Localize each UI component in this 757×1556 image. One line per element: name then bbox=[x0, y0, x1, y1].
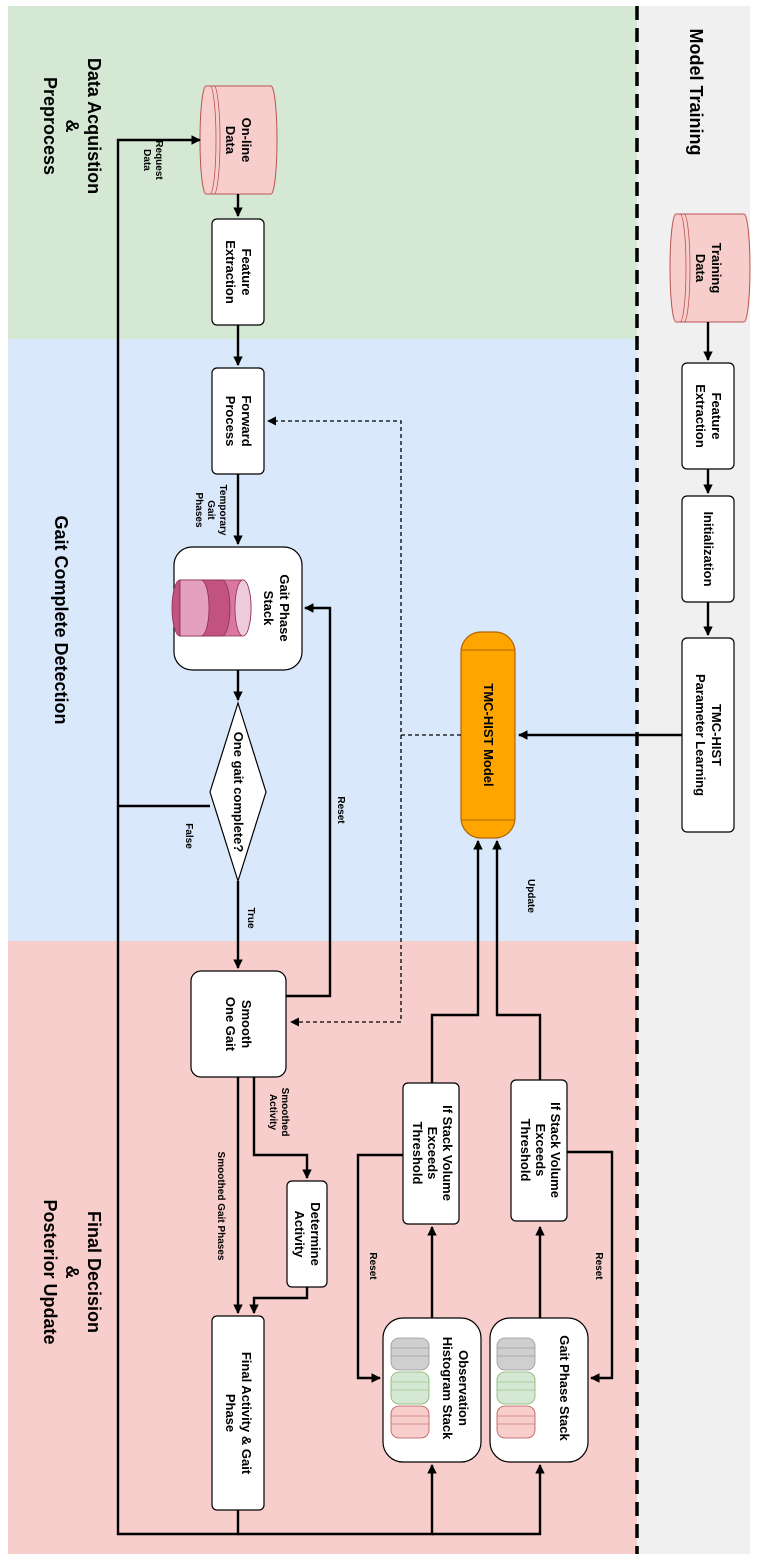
final-title-line3: Posterior Update bbox=[40, 1199, 60, 1344]
temporary-gait-phases-label: Temporary Gait Phases bbox=[193, 485, 228, 536]
feature-extraction-label-2: Extraction bbox=[223, 240, 238, 304]
svg-text:True: True bbox=[245, 907, 256, 929]
smooth-one-gait-node: Smooth One Gait bbox=[190, 970, 287, 1078]
forward-process-node: Forward Process bbox=[211, 367, 265, 475]
obs-hist-stack-label-2: Histogram Stack bbox=[440, 1337, 455, 1440]
gait-phase-stack2-label: Gait Phase Stack bbox=[557, 1335, 572, 1441]
update-label: Update bbox=[525, 879, 536, 913]
determine-activity-label-2: Activity bbox=[292, 1211, 307, 1259]
acquisition-title-line1: Data Acquistion bbox=[84, 58, 104, 194]
detection-title: Gait Complete Detection bbox=[51, 515, 71, 724]
gait-phase-stack-label: Gait Phase bbox=[277, 574, 292, 641]
svg-text:False: False bbox=[183, 823, 194, 849]
smoothed-gait-phases-label: Smoothed Gait Phases bbox=[215, 1152, 226, 1261]
smooth-label-2: One Gait bbox=[223, 997, 238, 1052]
final-output-label: Final Activity & Gait bbox=[239, 1352, 254, 1475]
forward-process-label-2: Process bbox=[223, 396, 238, 447]
determine-activity-label: Determine bbox=[308, 1202, 323, 1266]
online-data-label-2: Data bbox=[223, 126, 238, 155]
reset-top-label: Reset bbox=[335, 796, 346, 824]
svg-text:Phases: Phases bbox=[193, 492, 204, 527]
smoothed-activity-label: Smoothed Activity bbox=[267, 1088, 290, 1137]
gait-phase-stack2-node: Gait Phase Stack bbox=[489, 1317, 589, 1463]
initialization-node: Initialization bbox=[681, 495, 735, 603]
detection-region bbox=[8, 339, 637, 941]
reset-gait-label: Reset bbox=[593, 1252, 604, 1280]
model-label: TMC-HIST Model bbox=[481, 683, 496, 786]
threshold-gait-node: If Stack Volume Exceeds Threshold bbox=[510, 1079, 568, 1222]
obs-disk-stack-icon bbox=[390, 1337, 430, 1439]
svg-text:Activity: Activity bbox=[267, 1094, 278, 1131]
threshold-gait-label-3: Threshold bbox=[518, 1119, 533, 1182]
training-data-label: Training bbox=[709, 243, 724, 294]
feature-extraction-node: Feature Extraction bbox=[211, 218, 265, 326]
svg-text:Smoothed Gait Phases: Smoothed Gait Phases bbox=[215, 1152, 226, 1261]
training-data-cylinder: Training Data bbox=[669, 213, 751, 323]
feature-extraction-train-node: Feature Extraction bbox=[681, 362, 735, 470]
final-output-label-2: Phase bbox=[223, 1394, 238, 1432]
svg-text:Reset: Reset bbox=[367, 1252, 378, 1280]
svg-text:Gait: Gait bbox=[205, 500, 216, 520]
feature-extraction-label: Feature bbox=[239, 249, 254, 296]
tmc-hist-model-node: TMC-HIST Model bbox=[460, 631, 516, 839]
smooth-label: Smooth bbox=[239, 1000, 254, 1048]
svg-text:Reset: Reset bbox=[593, 1252, 604, 1280]
param-learning-label-2: Parameter Learning bbox=[693, 674, 708, 796]
acquisition-title-line2: & bbox=[62, 120, 82, 133]
model-training-title: Model Training bbox=[686, 28, 706, 155]
obs-hist-stack-label: Observation bbox=[456, 1350, 471, 1426]
final-title-line1: Final Decision bbox=[84, 1211, 104, 1333]
svg-text:Request: Request bbox=[153, 140, 164, 180]
feature-extraction-train-label-2: Extraction bbox=[693, 384, 708, 448]
threshold-obs-node: If Stack Volume Exceeds Threshold bbox=[402, 1082, 460, 1225]
gait-phase-stack-node: Gait Phase Stack bbox=[171, 546, 303, 671]
acquisition-region bbox=[8, 6, 637, 339]
threshold-gait-label: If Stack Volume bbox=[548, 1102, 563, 1198]
svg-text:Temporary: Temporary bbox=[217, 485, 228, 536]
param-learning-label: TMC-HIST bbox=[709, 704, 724, 766]
obs-hist-stack-node: Observation Histogram Stack bbox=[382, 1317, 482, 1463]
false-label: False bbox=[183, 823, 194, 849]
pink-disk-stack-icon bbox=[171, 579, 252, 637]
threshold-obs-label-3: Threshold bbox=[410, 1122, 425, 1185]
gait-disk-stack-icon bbox=[496, 1337, 536, 1439]
feature-extraction-train-label: Feature bbox=[709, 393, 724, 440]
svg-text:Update: Update bbox=[525, 879, 536, 913]
final-title-line2: & bbox=[62, 1266, 82, 1279]
forward-process-label: Forward bbox=[239, 395, 254, 446]
training-data-label-2: Data bbox=[693, 254, 708, 283]
gait-phase-stack-label-2: Stack bbox=[261, 591, 276, 626]
threshold-obs-label-2: Exceeds bbox=[425, 1127, 440, 1180]
threshold-obs-label: If Stack Volume bbox=[440, 1105, 455, 1201]
true-label: True bbox=[245, 907, 256, 929]
online-data-label: On-line bbox=[239, 118, 254, 163]
svg-text:Reset: Reset bbox=[335, 796, 346, 824]
threshold-gait-label-2: Exceeds bbox=[533, 1124, 548, 1177]
gait-complete-decision: One gait complete? bbox=[209, 701, 267, 883]
initialization-label: Initialization bbox=[701, 511, 716, 586]
acquisition-title-line3: Preprocess bbox=[40, 77, 60, 175]
decision-label: One gait complete? bbox=[231, 732, 246, 853]
final-output-node: Final Activity & Gait Phase bbox=[211, 1315, 265, 1511]
request-data-label: Request Data bbox=[141, 140, 164, 180]
online-data-cylinder: On-line Data bbox=[199, 85, 278, 195]
param-learning-node: TMC-HIST Parameter Learning bbox=[681, 637, 735, 833]
reset-obs-label: Reset bbox=[367, 1252, 378, 1280]
svg-text:Smoothed: Smoothed bbox=[279, 1088, 290, 1137]
svg-text:Data: Data bbox=[141, 149, 152, 171]
determine-activity-node: Determine Activity bbox=[286, 1180, 328, 1288]
